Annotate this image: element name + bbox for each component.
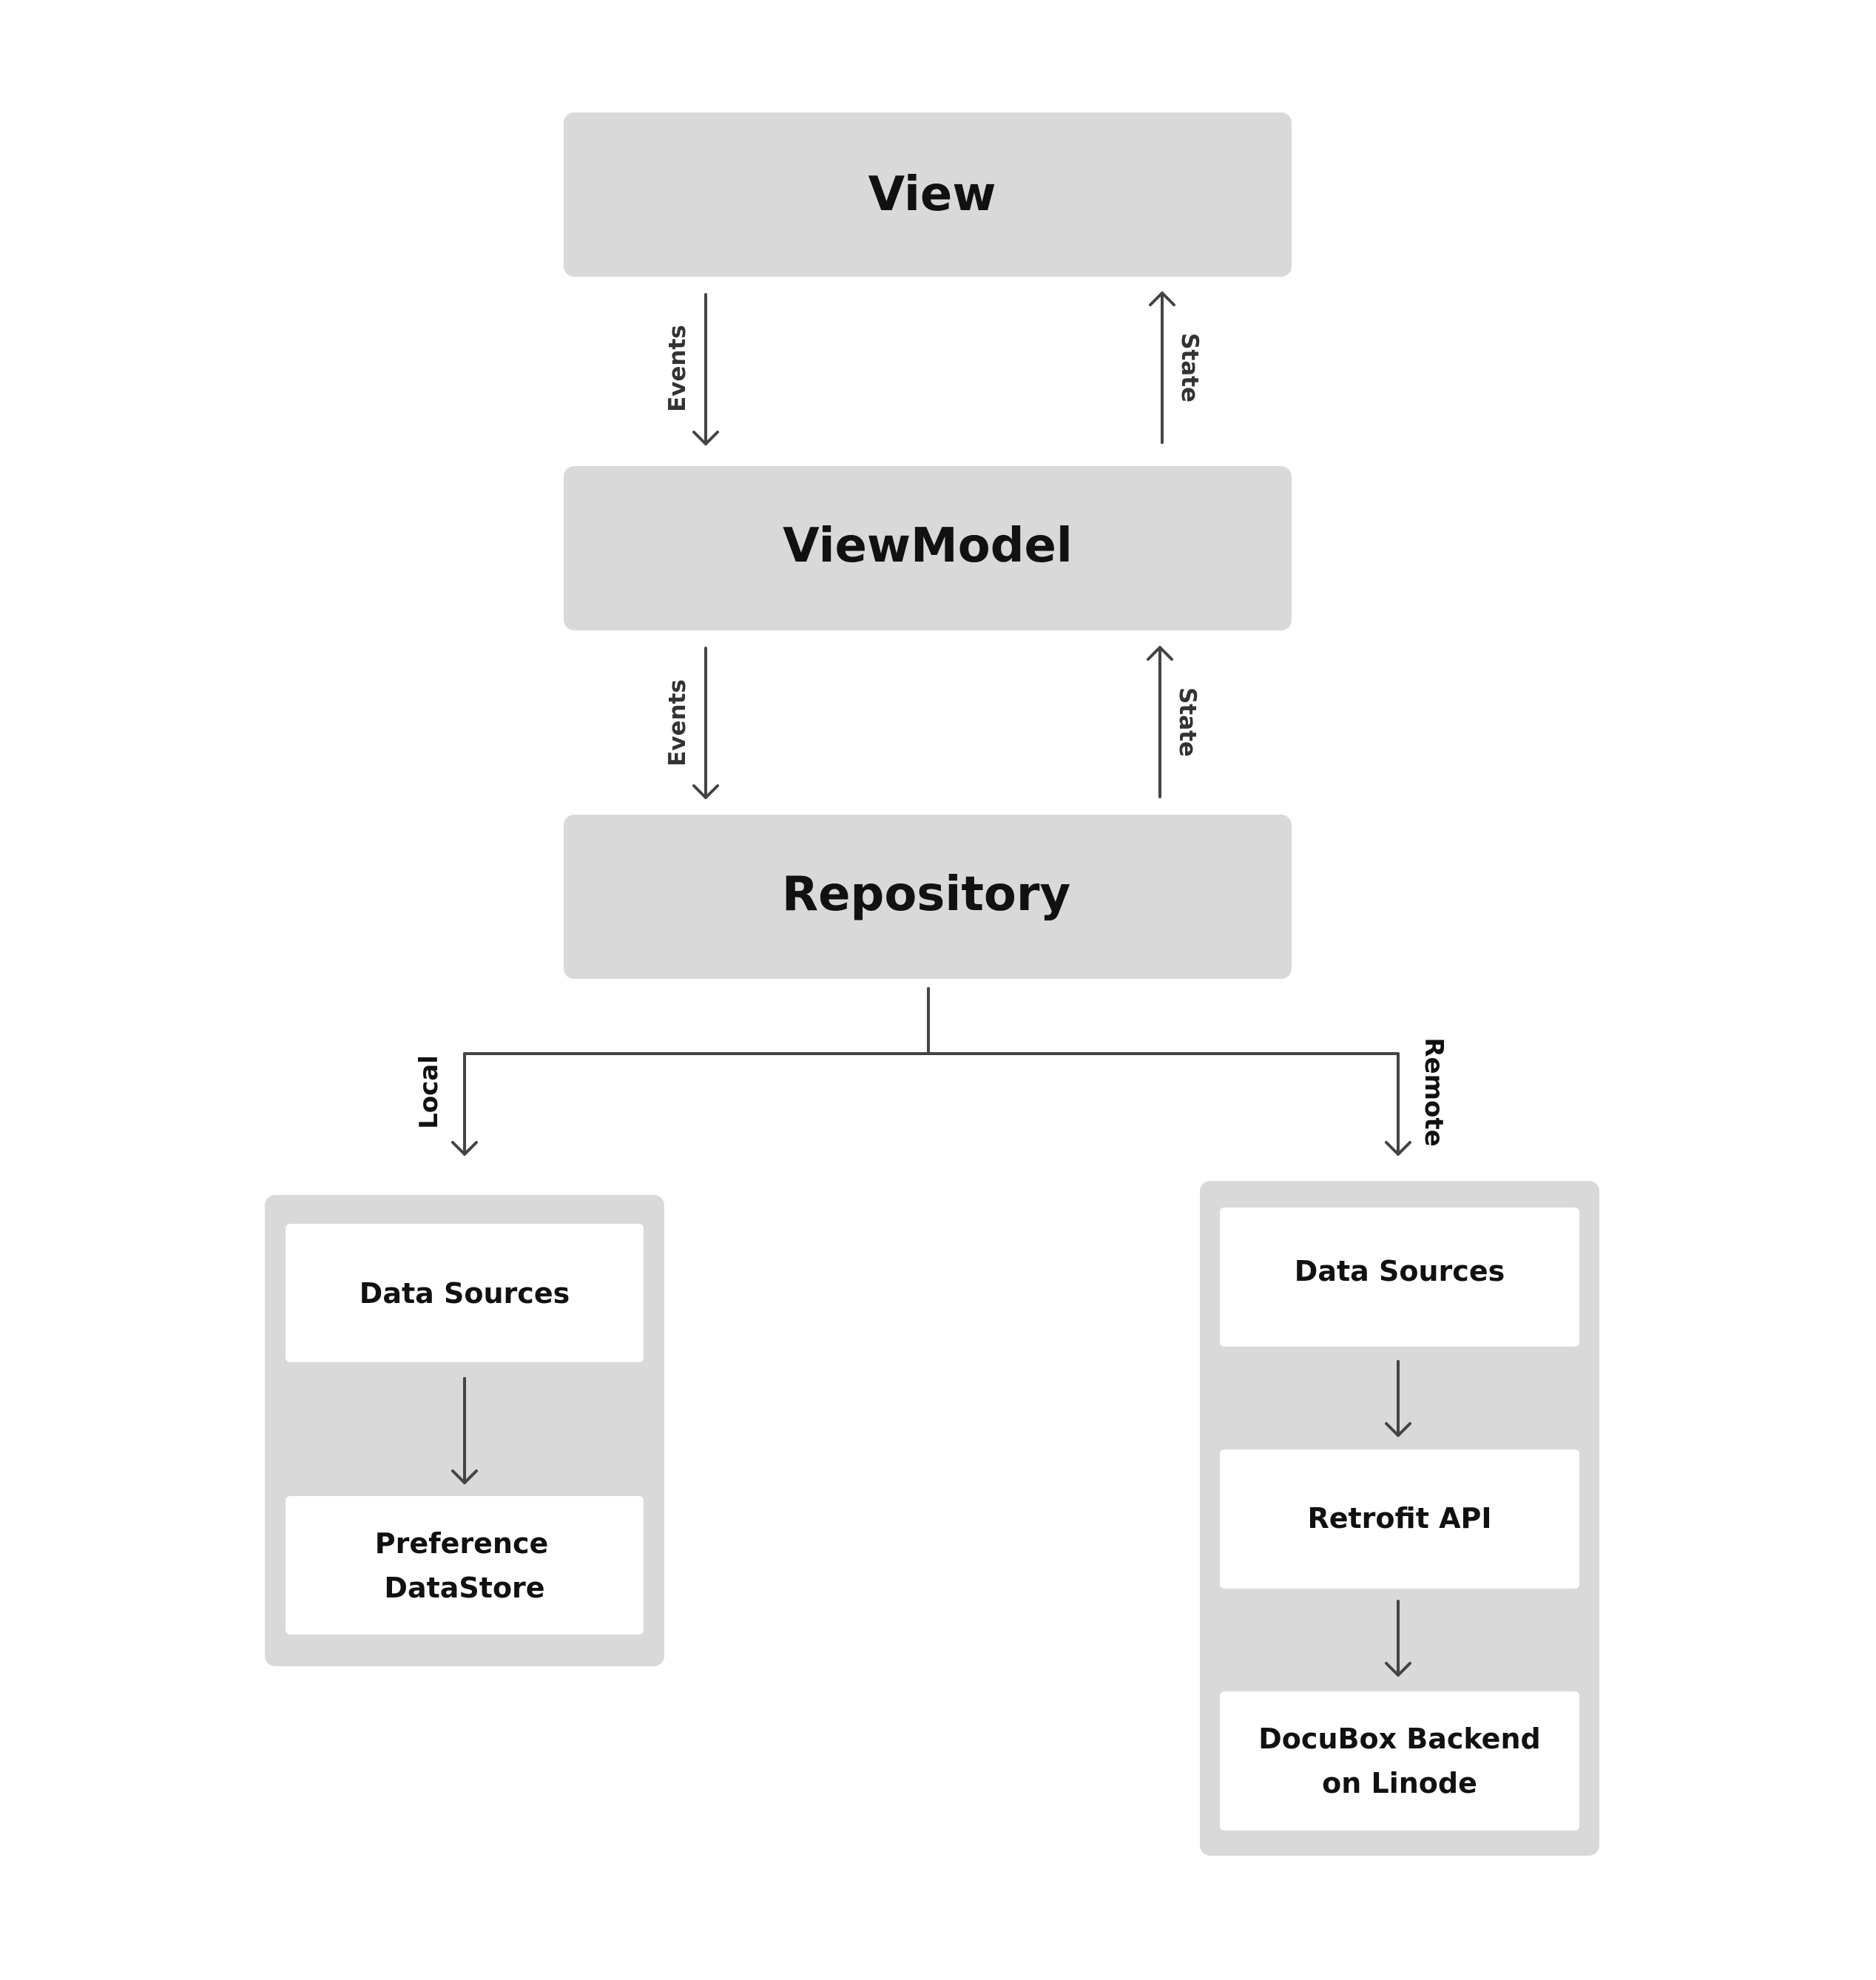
remote-label: Remote: [1419, 1037, 1448, 1146]
events-label-2: Events: [664, 679, 691, 767]
remote-group: Data Sources Retrofit API DocuBox Backen…: [1200, 1181, 1599, 1856]
local-label: Local: [414, 1055, 444, 1129]
state-arrow-viewmodel-to-view: State: [1149, 292, 1203, 444]
retrofit-api-box: Retrofit API: [1220, 1449, 1579, 1589]
retrofit-api-label: Retrofit API: [1307, 1502, 1491, 1535]
repository-split-connector: [463, 987, 1400, 1055]
viewmodel-node: ViewModel: [564, 466, 1292, 630]
remote-data-sources-box: Data Sources: [1220, 1208, 1579, 1347]
state-label-1: State: [1176, 333, 1203, 403]
docubox-backend-label-line1: DocuBox Backend: [1258, 1723, 1540, 1755]
docubox-backend-box: DocuBox Backend on Linode: [1220, 1691, 1579, 1831]
repository-label: Repository: [782, 867, 1070, 922]
local-data-sources-label: Data Sources: [360, 1277, 570, 1310]
state-label-2: State: [1174, 687, 1201, 757]
local-group: Data Sources Preference DataStore: [265, 1195, 664, 1666]
events-label-1: Events: [664, 325, 691, 412]
preference-datastore-label-line1: Preference: [375, 1527, 549, 1560]
local-arrow: Local: [414, 1052, 478, 1156]
remote-arrow: Remote: [1385, 1037, 1448, 1156]
viewmodel-label: ViewModel: [783, 519, 1073, 573]
remote-data-sources-label: Data Sources: [1295, 1255, 1505, 1287]
local-data-sources-box: Data Sources: [286, 1224, 644, 1362]
repository-node: Repository: [564, 815, 1292, 979]
events-arrow-view-to-viewmodel: Events: [664, 293, 719, 445]
remote-arrow-to-backend: [1385, 1600, 1411, 1677]
preference-datastore-box: Preference DataStore: [286, 1496, 644, 1634]
remote-arrow-to-retrofit: [1385, 1360, 1411, 1437]
view-node: View: [564, 112, 1292, 277]
docubox-backend-label-line2: on Linode: [1322, 1767, 1477, 1799]
local-arrow-to-datastore: [451, 1377, 478, 1484]
events-arrow-viewmodel-to-repository: Events: [664, 647, 719, 799]
state-arrow-repository-to-viewmodel: State: [1147, 646, 1201, 798]
preference-datastore-label-line2: DataStore: [384, 1572, 544, 1604]
view-label: View: [868, 167, 996, 222]
